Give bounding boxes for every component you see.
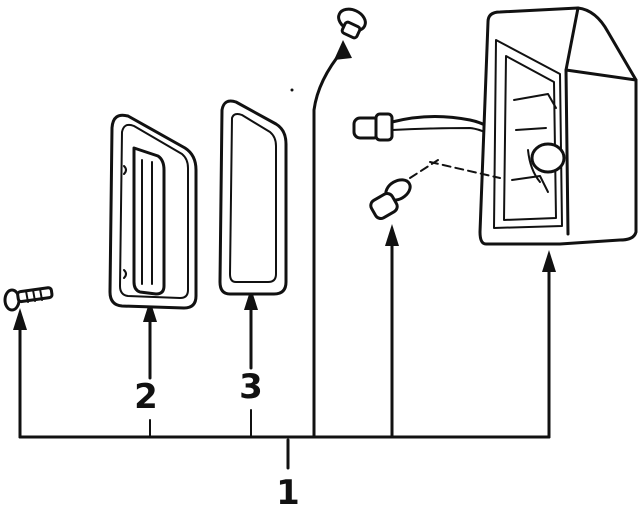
top-bulb bbox=[337, 7, 367, 40]
lens-part-3 bbox=[218, 99, 288, 296]
bulb-socket-base bbox=[369, 192, 399, 220]
top-bulb-base bbox=[340, 20, 362, 40]
callout-label-3: 3 bbox=[239, 367, 263, 407]
lens-3-inner bbox=[229, 113, 277, 283]
lens-2-window bbox=[132, 146, 166, 296]
screw bbox=[3, 286, 54, 312]
wire-socket-collar bbox=[374, 112, 394, 142]
speck bbox=[290, 88, 294, 92]
lamp-housing-reflector bbox=[503, 55, 557, 221]
arrowhead-bulb-socket bbox=[385, 224, 399, 246]
leader-to-top-bulb bbox=[312, 48, 345, 439]
lens-part-2 bbox=[108, 113, 198, 310]
arrowheads bbox=[13, 40, 556, 330]
callout-label-1: 1 bbox=[276, 473, 300, 512]
callout-1-bracket bbox=[18, 48, 551, 470]
arrowhead-lamp-housing bbox=[542, 250, 556, 272]
lens-2-inner-rim bbox=[119, 123, 189, 299]
arrowhead-top-bulb bbox=[334, 40, 352, 60]
arrowhead-lens-2 bbox=[143, 300, 157, 322]
lens-3-outer bbox=[218, 99, 288, 296]
callout-label-2: 2 bbox=[134, 377, 158, 417]
arrowhead-lens-3 bbox=[244, 288, 258, 310]
lamp-housing-bulb bbox=[530, 142, 566, 174]
lamp-housing-outer bbox=[478, 6, 638, 246]
bulb-socket bbox=[369, 159, 439, 220]
arrowhead-screw bbox=[13, 308, 27, 330]
lamp-housing bbox=[429, 6, 638, 246]
lamp-housing-inner-frame bbox=[493, 39, 563, 229]
